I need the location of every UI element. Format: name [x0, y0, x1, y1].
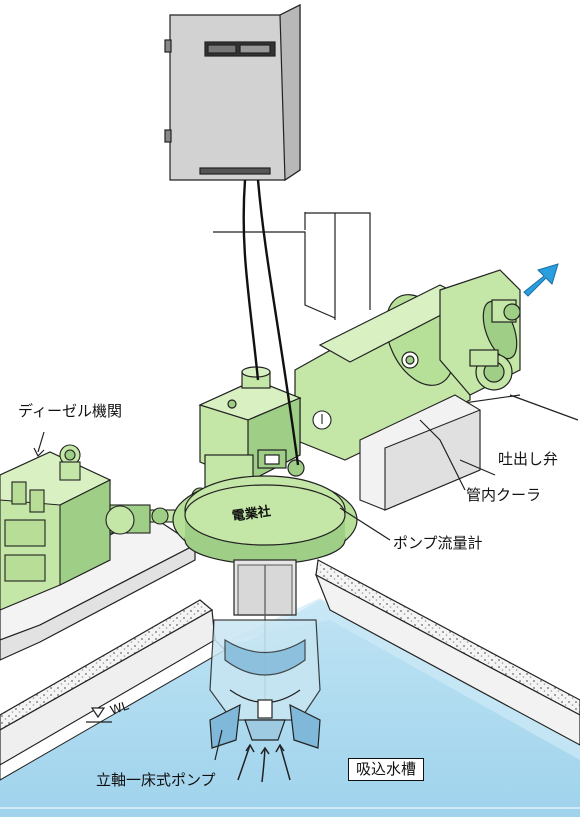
label-pipe-cooler: 管内クーラ [466, 486, 542, 504]
discharge-valve-body [469, 349, 513, 391]
flowmeter-dial [312, 410, 332, 430]
cooler-base [359, 394, 481, 511]
signal-cables [242, 179, 300, 466]
pump-base-flange [172, 475, 358, 565]
diesel-engine [0, 444, 191, 611]
control-panel [164, 4, 301, 182]
label-suction-tank: 吸込水槽 [348, 758, 425, 781]
label-discharge-valve: 吐出し弁 [498, 450, 559, 468]
pump-column [209, 559, 321, 749]
pit-wall-right [314, 559, 580, 746]
discharge-flow-arrow [523, 263, 559, 297]
pump-head [198, 366, 305, 496]
label-pump-flowmeter: ポンプ流量計 [393, 534, 483, 552]
label-vertical-pump: 立軸一床式ポンプ [96, 771, 216, 789]
inflow-arrows [237, 743, 291, 783]
label-diesel-engine: ディーゼル機関 [18, 402, 122, 420]
leader-lines [33, 419, 496, 761]
water-level-marker [86, 707, 112, 723]
